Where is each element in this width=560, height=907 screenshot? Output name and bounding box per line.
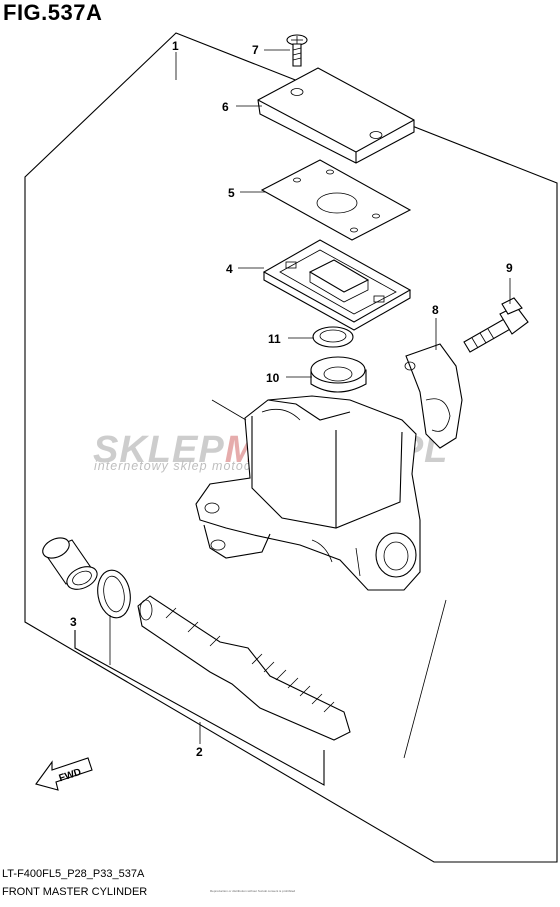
assembly-guide-line-2	[403, 599, 447, 759]
figure-caption: FRONT MASTER CYLINDER	[2, 886, 148, 898]
part-9-bolt	[463, 297, 529, 353]
part-6-reservoir-cap	[257, 67, 415, 164]
piston-spring-assembly	[137, 595, 351, 741]
callout-11: 11	[268, 332, 281, 346]
part-3-cup	[42, 537, 98, 590]
callout-3: 3	[70, 615, 77, 629]
callout-4: 4	[226, 262, 233, 276]
part-4-diaphragm	[262, 239, 412, 331]
callout-1: 1	[172, 39, 179, 53]
fine-print: Reproduction or distribution without Suz…	[210, 889, 296, 893]
callout-2: 2	[196, 745, 203, 759]
snap-ring	[97, 569, 131, 619]
callout-5: 5	[228, 186, 235, 200]
callout-7: 7	[252, 43, 259, 57]
callout-9: 9	[506, 261, 513, 275]
master-cylinder-body	[195, 395, 421, 591]
assembly-guide-line	[211, 399, 247, 421]
callout-10: 10	[266, 371, 280, 385]
part-7-screw	[286, 34, 308, 67]
watermark-text-a: SKLEP	[93, 429, 225, 471]
callout-6: 6	[222, 100, 229, 114]
group-2-bracket	[74, 630, 325, 786]
part-11-ring	[312, 326, 354, 348]
watermark-tagline: internetowy sklep motocyklowy	[94, 459, 295, 473]
callout-8: 8	[432, 303, 439, 317]
figure-title: FIG.537A	[3, 0, 103, 25]
part-10-boot	[310, 356, 367, 393]
fwd-direction-arrow: FWD	[35, 757, 93, 791]
model-code: LT-F400FL5_P28_P33_537A	[2, 868, 145, 880]
part-8-clamp	[404, 343, 463, 449]
part-5-diaphragm-plate	[260, 159, 412, 241]
assembly-boundary	[24, 32, 558, 863]
